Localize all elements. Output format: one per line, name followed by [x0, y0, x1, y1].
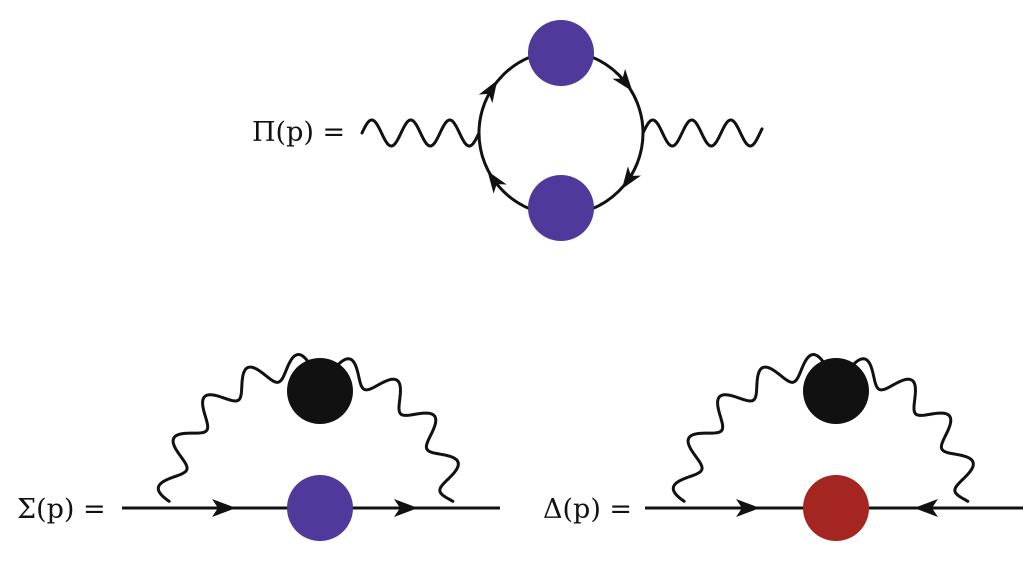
propagator-blob-bottom: [528, 175, 594, 241]
propagator-blob: [287, 475, 353, 541]
fermion-arrow-lower-left: [487, 171, 507, 194]
fermion-arrow-left: [212, 499, 236, 517]
fermion-arrow-left: [736, 499, 760, 517]
fermion-arrow-upper-left: [478, 80, 498, 104]
propagator-blob-top: [528, 20, 594, 86]
fermion-arrow-upper-right: [612, 68, 633, 92]
self-energy-label: Σ(p) =: [17, 494, 106, 525]
polarization-diagram: Π(p) =: [252, 20, 764, 241]
interaction-blob: [287, 358, 353, 424]
gap-label: Δ(p) =: [543, 494, 632, 525]
fermion-arrow-right-reversed: [914, 499, 938, 517]
gap-diagram: Δ(p) =: [543, 353, 1023, 541]
photon-line-left: [360, 118, 481, 148]
polarization-label: Π(p) =: [252, 117, 345, 148]
fermion-arrow-lower-right: [621, 166, 641, 189]
self-energy-diagram: Σ(p) =: [17, 353, 500, 541]
fermion-arrow-right: [394, 499, 418, 517]
interaction-blob: [803, 358, 869, 424]
anomalous-blob: [803, 475, 869, 541]
photon-line-right: [641, 118, 764, 148]
